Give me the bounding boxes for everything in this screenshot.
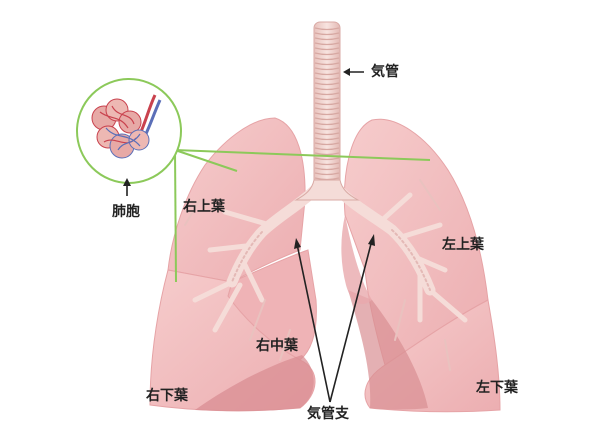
label-right-middle-lobe: 右中葉: [256, 339, 298, 353]
label-right-lower-lobe: 右下葉: [146, 389, 188, 403]
label-right-upper-lobe: 右上葉: [183, 200, 225, 214]
label-trachea: 気管: [371, 65, 399, 79]
label-left-lower-lobe: 左下葉: [476, 381, 518, 395]
label-bronchi: 気管支: [307, 407, 349, 421]
trachea-arrow: [343, 68, 364, 76]
label-alveoli: 肺胞: [112, 205, 140, 219]
label-left-upper-lobe: 左上葉: [442, 238, 484, 252]
alveoli-inset: [77, 79, 181, 183]
